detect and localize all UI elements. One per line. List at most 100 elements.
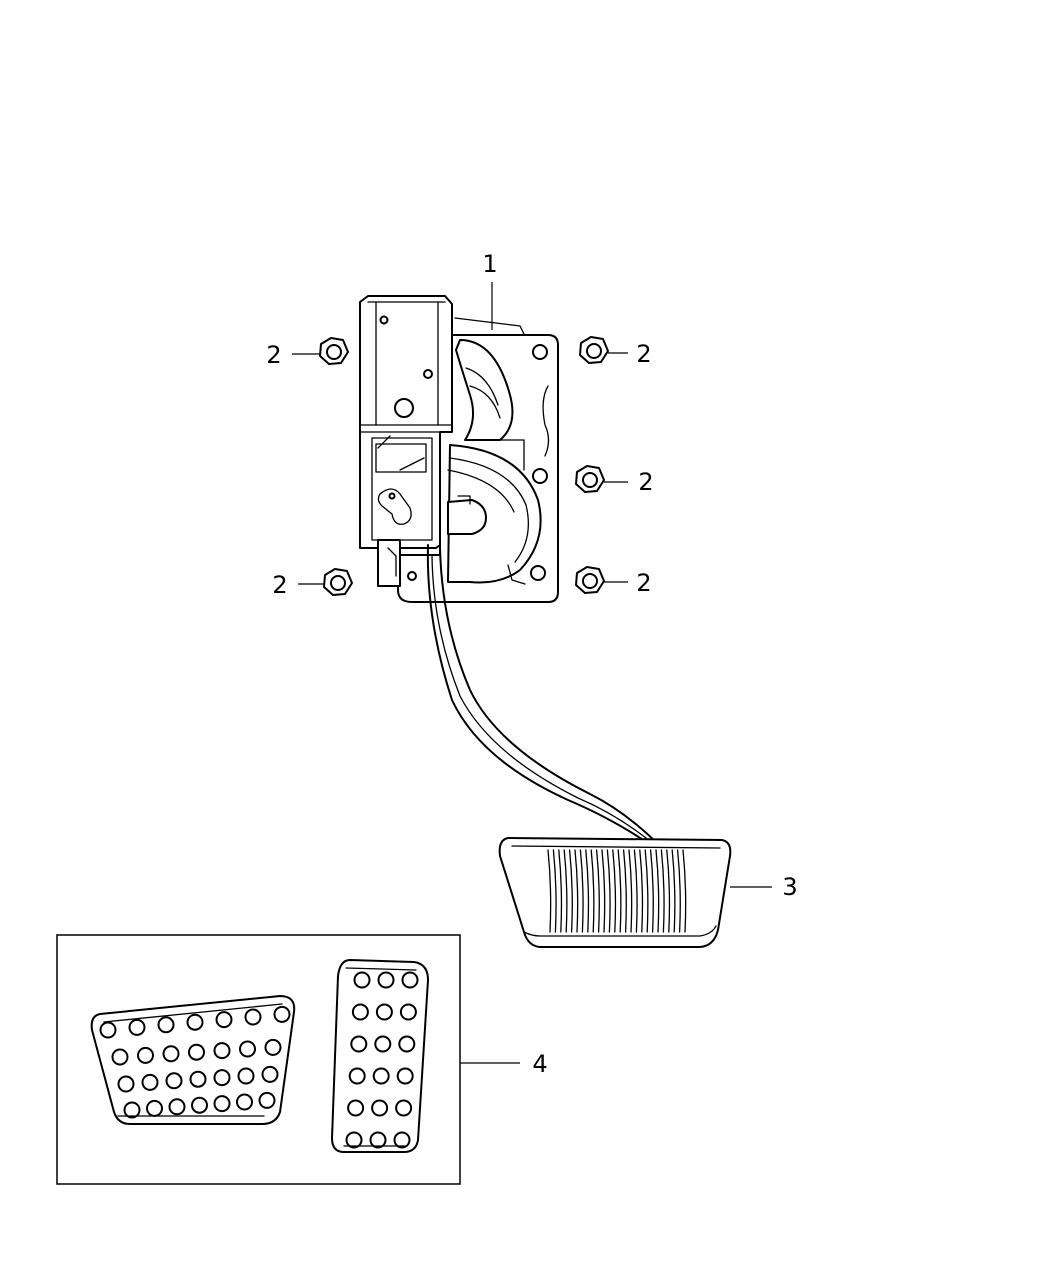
nut-bottom-right[interactable]: 2 <box>575 566 652 597</box>
callout-2: 2 <box>636 569 651 597</box>
pad-ridge <box>612 849 617 933</box>
hex-nut-icon <box>575 465 605 493</box>
pad-hole <box>186 1013 204 1031</box>
pad-ridge <box>639 849 644 933</box>
pad-ridge <box>590 849 595 933</box>
pad-ridge <box>622 849 627 933</box>
pad-hole <box>353 971 371 989</box>
pad-hole <box>99 1021 117 1039</box>
pad-hole <box>371 1099 389 1117</box>
pad-hole <box>111 1048 129 1066</box>
pad-hole <box>399 1003 417 1021</box>
callout-2: 2 <box>272 571 287 599</box>
pad-ridge <box>676 849 681 933</box>
pad-hole <box>128 1018 146 1036</box>
nut-bottom-left[interactable]: 2 <box>272 568 353 599</box>
callout-4: 4 <box>532 1050 547 1078</box>
plate-hole <box>532 468 548 484</box>
plate-hole <box>530 565 546 581</box>
nut-top-left[interactable]: 2 <box>266 337 349 369</box>
pad-ridge <box>649 849 654 933</box>
callout-3: 3 <box>782 873 797 901</box>
pad-ridge <box>574 849 579 933</box>
pad-hole <box>189 1070 207 1088</box>
pad-ridge <box>666 849 671 933</box>
pad-hole <box>162 1045 180 1063</box>
hex-nut-icon <box>575 566 605 594</box>
pad-hole <box>372 1067 390 1085</box>
pad-hole <box>157 1016 175 1034</box>
pad-hole <box>213 1042 231 1060</box>
pad-hole <box>396 1067 414 1085</box>
brake-pad[interactable]: 3 <box>498 837 798 948</box>
pad-hole <box>117 1075 135 1093</box>
pad-hole <box>377 971 395 989</box>
pad-kit-frame <box>56 934 461 1185</box>
pad-hole <box>215 1011 233 1029</box>
pad-hole <box>244 1008 262 1026</box>
pad-ridge <box>558 849 563 933</box>
pad-ridge <box>552 849 557 933</box>
pad-ridge <box>579 849 584 933</box>
plate-hole <box>532 344 548 360</box>
pad-ridge <box>644 849 649 933</box>
pad-hole <box>137 1046 154 1064</box>
pedal-assembly[interactable]: 1 <box>359 250 661 847</box>
pad-hole <box>261 1065 279 1083</box>
nut-top-right[interactable]: 2 <box>579 336 652 368</box>
pad-ridge <box>595 849 600 933</box>
pad-kit[interactable]: 4 <box>56 934 548 1185</box>
pad-hole <box>141 1073 159 1091</box>
spring-housing <box>447 444 542 584</box>
pad-hole <box>345 1131 363 1149</box>
pad-hole <box>347 1099 365 1117</box>
pad-hole <box>401 971 419 989</box>
pad-hole <box>168 1098 186 1116</box>
sport-brake-pad-icon <box>90 995 296 1125</box>
pad-hole <box>398 1035 416 1053</box>
pad-ridge <box>568 849 573 933</box>
pad-ridge <box>563 849 568 933</box>
pad-ridges <box>547 849 687 933</box>
pad-hole <box>258 1091 276 1109</box>
pedal-rod <box>426 544 653 847</box>
pad-ridge <box>617 849 622 933</box>
callout-2: 2 <box>638 468 653 496</box>
hex-nut-icon <box>323 568 353 596</box>
pad-hole <box>351 1003 369 1021</box>
pad-hole <box>393 1131 411 1149</box>
pad-ridge <box>606 849 611 933</box>
left-pad-holes <box>99 1005 291 1119</box>
hex-nut-icon <box>579 336 609 364</box>
pad-hole <box>348 1067 366 1085</box>
pad-hole <box>146 1099 163 1117</box>
pad-hole <box>395 1099 413 1117</box>
pad-ridge <box>655 849 660 933</box>
pad-hole <box>273 1005 291 1023</box>
pad-hole <box>264 1038 282 1056</box>
pad-hole <box>237 1067 255 1085</box>
right-pad-holes <box>345 971 419 1149</box>
sport-accelerator-pad-icon <box>331 959 429 1153</box>
hex-nut-icon <box>319 337 349 365</box>
nut-mid-right[interactable]: 2 <box>575 465 654 496</box>
pad-hole <box>239 1040 256 1058</box>
pad-hole <box>369 1131 387 1149</box>
pad-hole <box>165 1072 183 1090</box>
callout-1: 1 <box>482 250 497 278</box>
pad-hole <box>374 1035 392 1053</box>
pad-ridge <box>660 849 665 933</box>
pad-hole <box>123 1101 141 1119</box>
pad-hole <box>188 1043 205 1061</box>
pad-ridge <box>682 849 687 933</box>
pad-hole <box>213 1095 231 1113</box>
pad-ridge <box>633 849 638 933</box>
pad-hole <box>375 1003 393 1021</box>
callout-2: 2 <box>266 341 281 369</box>
pad-hole <box>213 1069 231 1087</box>
pad-ridge <box>671 849 676 933</box>
pad-ridge <box>547 849 552 933</box>
pad-hole <box>236 1093 253 1111</box>
pad-hole <box>350 1035 368 1053</box>
